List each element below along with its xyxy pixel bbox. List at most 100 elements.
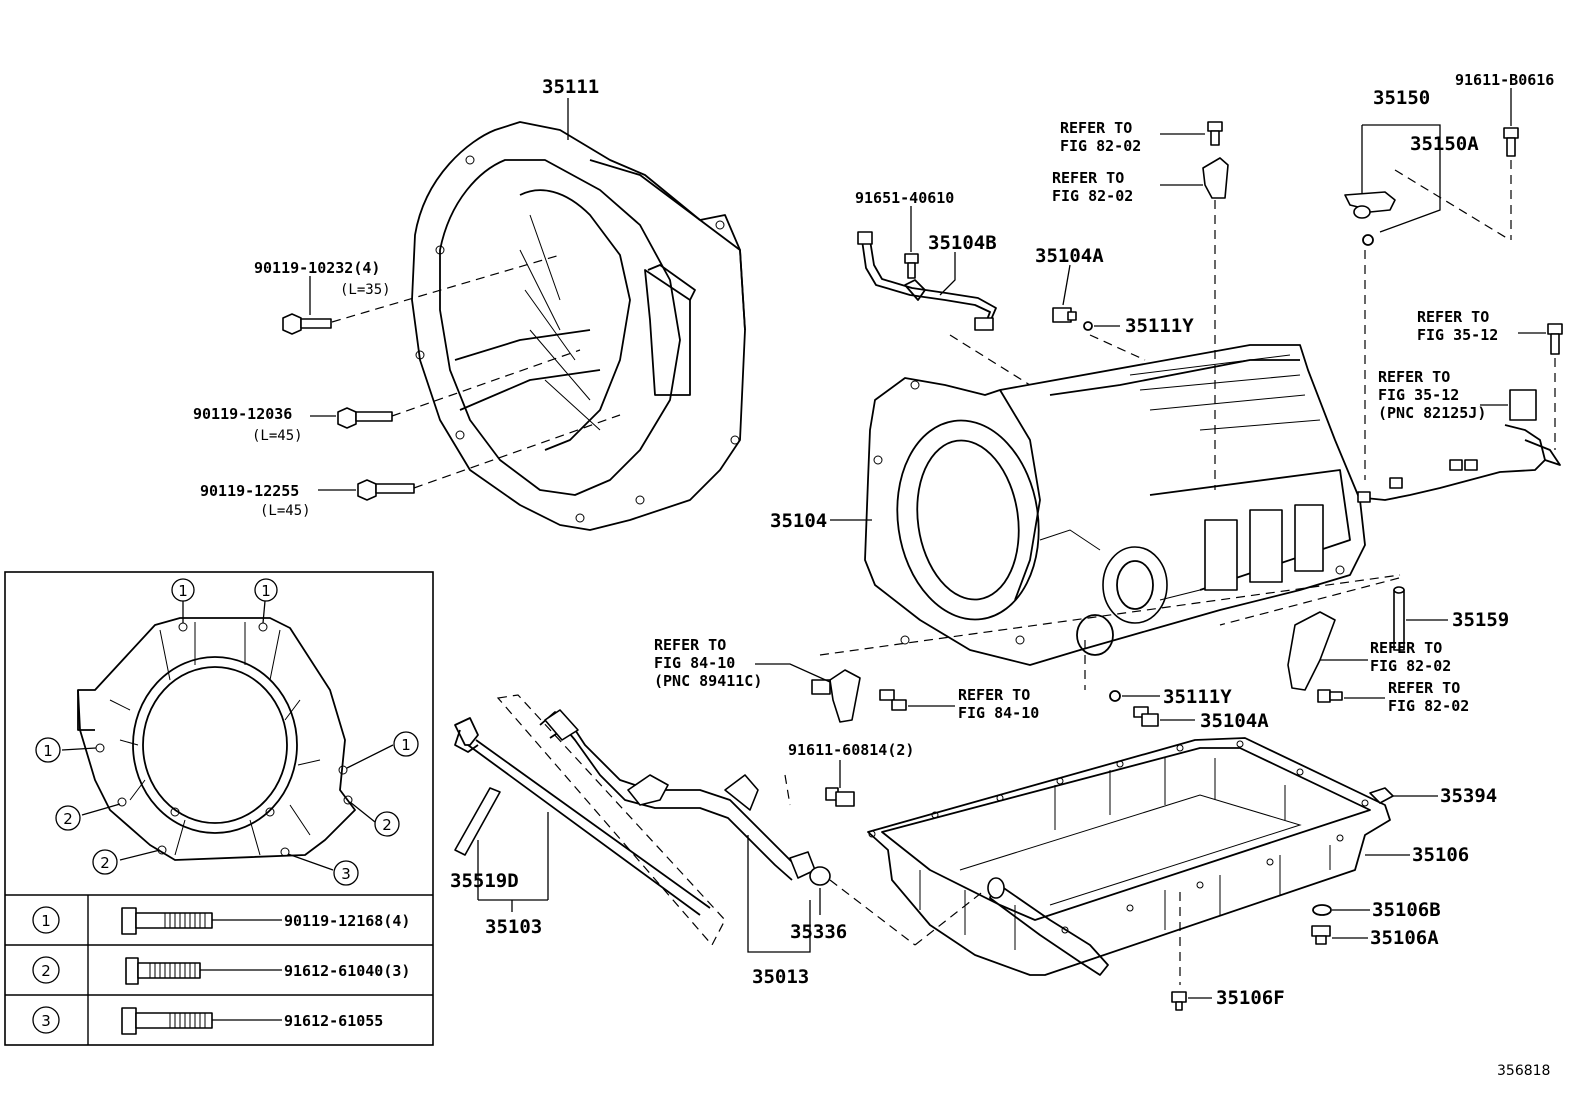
callout-35394[interactable]: 35394 <box>1440 785 1497 807</box>
bracket-ref-82-02-lower[interactable] <box>1287 611 1336 691</box>
ref6-line2[interactable]: FIG 84-10 <box>958 704 1039 722</box>
callout-35519d[interactable]: 35519D <box>450 870 519 892</box>
bolt-91611-b0616[interactable] <box>1503 127 1519 157</box>
ref4-line3: (PNC 82125J) <box>1378 404 1486 422</box>
callout-35150[interactable]: 35150 <box>1373 87 1430 109</box>
tube-35104b[interactable] <box>857 231 997 331</box>
callout-91651-40610[interactable]: 91651-40610 <box>855 189 954 207</box>
callout-35106f[interactable]: 35106F <box>1216 987 1285 1009</box>
callout-35106a[interactable]: 35106A <box>1370 927 1439 949</box>
bolt-ref-82-02-top[interactable] <box>1207 121 1223 146</box>
row-1-part: 90119-12168(4) <box>284 912 410 930</box>
dash-bolt1 <box>331 254 561 323</box>
gasket-35106b[interactable] <box>1312 904 1332 916</box>
bolt-35106f[interactable] <box>1171 991 1187 1011</box>
bell-housing-35111[interactable] <box>411 121 746 531</box>
callout-90119-10232[interactable]: 90119-10232(4) <box>254 259 380 277</box>
svg-text:2: 2 <box>63 810 73 828</box>
ref3-line1: REFER TO <box>1417 308 1489 326</box>
inset-marker-1c: 1 <box>35 737 61 763</box>
wire-harness-82125j[interactable] <box>1357 389 1561 503</box>
oring-35336[interactable] <box>809 866 831 886</box>
dipstick-tube-35519d[interactable] <box>454 787 501 856</box>
callout-35150a[interactable]: 35150A <box>1410 133 1479 155</box>
dash-35150 <box>1394 169 1511 241</box>
filler-tube-35013[interactable] <box>539 709 816 881</box>
callout-35104a-top[interactable]: 35104A <box>1035 245 1104 267</box>
plate-35150[interactable] <box>1344 191 1396 219</box>
row-3-marker: 3 <box>41 1012 51 1030</box>
callout-35013[interactable]: 35013 <box>752 966 809 988</box>
ref1-line1: REFER TO <box>1060 119 1132 137</box>
magnet-35394[interactable] <box>1369 787 1394 804</box>
row-3-part: 91612-61055 <box>284 1012 383 1030</box>
inset-row-3[interactable]: 3 91612-61055 <box>32 1006 383 1035</box>
dash-sensor <box>819 574 1401 656</box>
callout-35104a-bot[interactable]: 35104A <box>1200 710 1269 732</box>
callout-35336[interactable]: 35336 <box>790 921 847 943</box>
callout-35106b[interactable]: 35106B <box>1372 899 1441 921</box>
svg-text:2: 2 <box>382 816 392 834</box>
callout-35111[interactable]: 35111 <box>542 76 599 98</box>
ref6-line1: REFER TO <box>958 686 1030 704</box>
callout-91611-60814[interactable]: 91611-60814(2) <box>788 741 914 759</box>
callout-35106[interactable]: 35106 <box>1412 844 1469 866</box>
callout-35111y-top[interactable]: 35111Y <box>1125 315 1194 337</box>
callout-35104[interactable]: 35104 <box>770 510 827 532</box>
drain-plug-35106a[interactable] <box>1311 925 1331 945</box>
dash-plug-top <box>1089 334 1146 361</box>
ref3-line2[interactable]: FIG 35-12 <box>1417 326 1498 344</box>
transmission-case-35104[interactable] <box>864 344 1366 666</box>
ref8-line2[interactable]: FIG 82-02 <box>1388 697 1469 715</box>
oring-35111y-bot[interactable] <box>1109 690 1121 702</box>
callout-35103[interactable]: 35103 <box>485 916 542 938</box>
callout-35104b[interactable]: 35104B <box>928 232 997 254</box>
inset-marker-3a: 3 <box>333 860 359 886</box>
leader-35150 <box>1361 124 1441 233</box>
sensor-89411c[interactable] <box>811 669 861 723</box>
bolt-ref-35-12[interactable] <box>1547 323 1563 355</box>
ref4-line2[interactable]: FIG 35-12 <box>1378 386 1459 404</box>
ref2-line2[interactable]: FIG 82-02 <box>1052 187 1133 205</box>
callout-90119-12255[interactable]: 90119-12255 <box>200 482 299 500</box>
pipe-35159[interactable] <box>1393 586 1405 651</box>
inset-marker-1d: 1 <box>393 731 419 757</box>
bolt-90119-12036[interactable] <box>337 407 393 429</box>
ref5-line2[interactable]: FIG 84-10 <box>654 654 735 672</box>
bolt-91611-60814[interactable] <box>825 787 855 807</box>
inset-row-2[interactable]: 2 91612-61040(3) <box>32 956 410 985</box>
bracket-ref-82-02-top[interactable] <box>1202 157 1229 199</box>
leader-35104b <box>939 252 956 296</box>
inset-row-1[interactable]: 1 90119-12168(4) <box>32 906 410 935</box>
dash-91611-60814 <box>784 774 791 806</box>
row-1-marker: 1 <box>41 912 51 930</box>
callout-90119-12036[interactable]: 90119-12036 <box>193 405 292 423</box>
svg-text:1: 1 <box>401 736 411 754</box>
dipstick-35103[interactable] <box>454 717 711 916</box>
callout-35111y-bot[interactable]: 35111Y <box>1163 686 1232 708</box>
bolt-90119-10232[interactable] <box>282 313 332 335</box>
oring-35111y-top[interactable] <box>1083 321 1093 331</box>
callout-90119-12036-len: (L=45) <box>252 428 303 444</box>
svg-text:1: 1 <box>178 582 188 600</box>
oring-35150a[interactable] <box>1362 234 1374 246</box>
ref7-line2[interactable]: FIG 82-02 <box>1370 657 1451 675</box>
bolt-91651-40610[interactable] <box>904 253 919 279</box>
bolt-ref-84-10[interactable] <box>879 689 907 711</box>
plug-35104a-bot[interactable] <box>1133 706 1159 727</box>
inset-marker-1b: 1 <box>254 578 278 602</box>
oil-pan-35106[interactable] <box>867 737 1391 976</box>
ref1-line2[interactable]: FIG 82-02 <box>1060 137 1141 155</box>
svg-text:2: 2 <box>100 854 110 872</box>
dash-bolt3 <box>413 414 621 489</box>
callout-91611-b0616[interactable]: 91611-B0616 <box>1455 71 1554 89</box>
bolt-90119-12255[interactable] <box>357 479 415 501</box>
bolt-ref-82-02-lower[interactable] <box>1317 689 1343 703</box>
plug-35104a-top[interactable] <box>1052 307 1077 323</box>
ref5-line3: (PNC 89411C) <box>654 672 762 690</box>
callout-35159[interactable]: 35159 <box>1452 609 1509 631</box>
leader-ref5 <box>755 663 831 683</box>
ref4-line1: REFER TO <box>1378 368 1450 386</box>
svg-text:1: 1 <box>43 742 53 760</box>
